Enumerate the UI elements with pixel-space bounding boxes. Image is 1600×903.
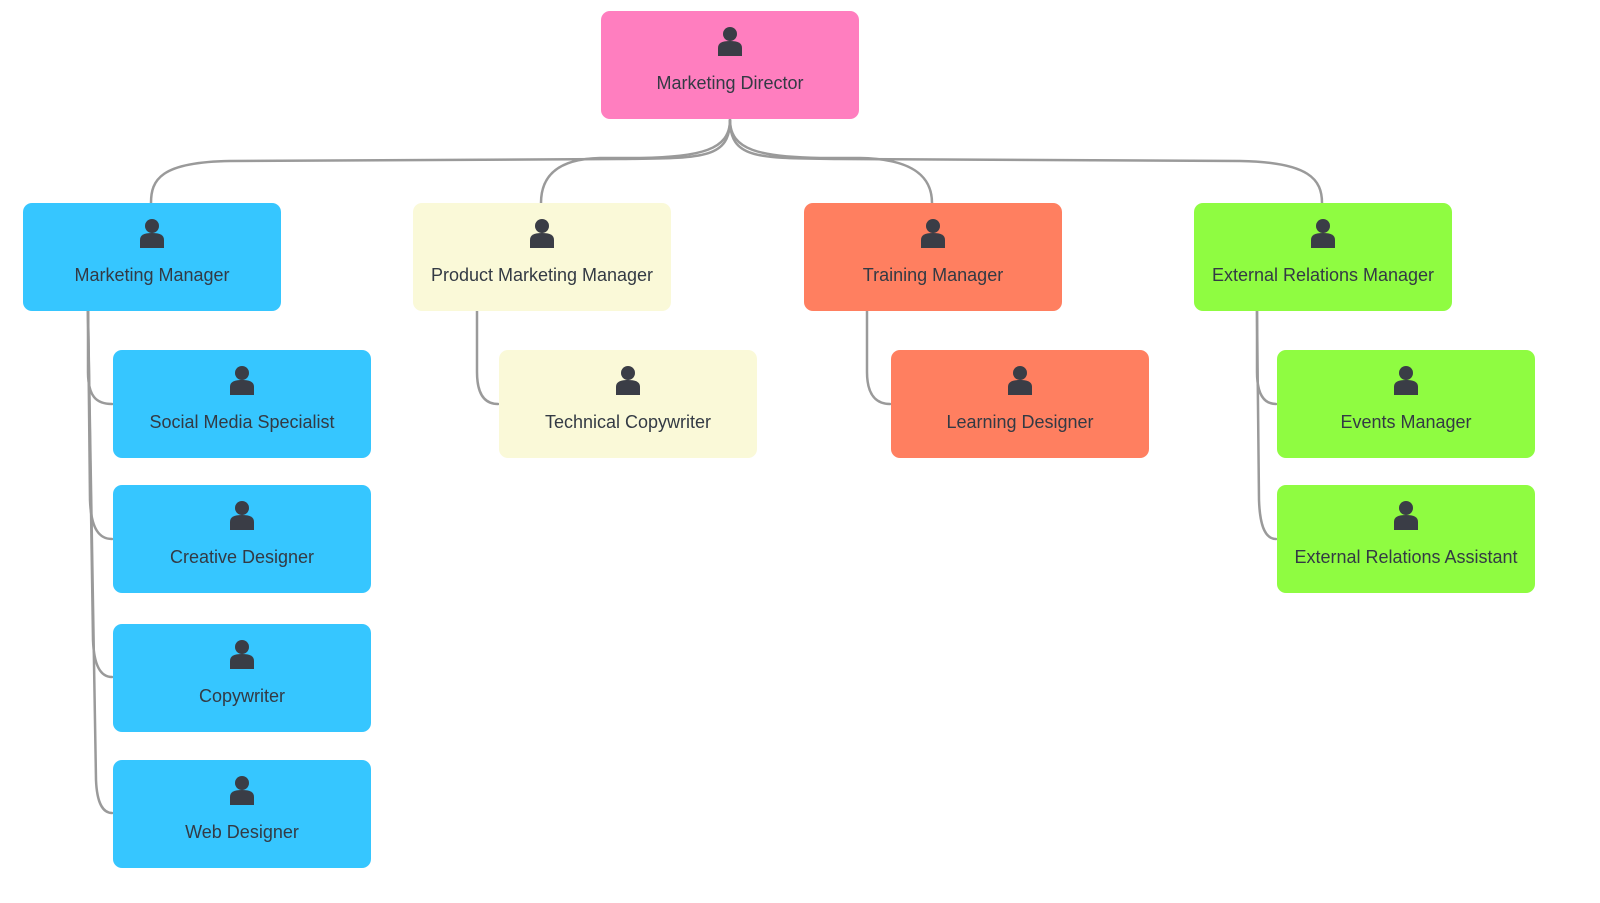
node-web-designer[interactable]: Web Designer	[113, 760, 371, 868]
node-label: Social Media Specialist	[149, 412, 335, 432]
person-icon	[230, 501, 254, 530]
person-icon	[530, 219, 554, 248]
node-copywriter[interactable]: Copywriter	[113, 624, 371, 732]
node-label: Training Manager	[862, 265, 1004, 285]
connector-mm-web-designer	[86, 309, 114, 815]
node-product-marketing-manager[interactable]: Product Marketing Manager	[413, 203, 671, 311]
node-external-relations-manager[interactable]: External Relations Manager	[1194, 203, 1452, 311]
node-label: Marketing Manager	[74, 265, 230, 285]
node-learning-designer[interactable]: Learning Designer	[891, 350, 1149, 458]
connector-director-external-relations-manager	[728, 118, 1324, 205]
node-label: External Relations Assistant	[1294, 547, 1518, 567]
node-creative-designer[interactable]: Creative Designer	[113, 485, 371, 593]
node-marketing-manager[interactable]: Marketing Manager	[23, 203, 281, 311]
node-technical-copywriter[interactable]: Technical Copywriter	[499, 350, 757, 458]
node-label: Technical Copywriter	[544, 412, 712, 432]
connector-director-product-marketing-manager	[539, 118, 732, 205]
node-label: Product Marketing Manager	[430, 265, 654, 285]
node-label: Learning Designer	[946, 412, 1094, 432]
node-marketing-director[interactable]: Marketing Director	[601, 11, 859, 119]
connector-director-training-manager	[728, 118, 934, 205]
connector-tm-learning-designer	[865, 309, 892, 406]
person-icon	[616, 366, 640, 395]
person-icon	[230, 366, 254, 395]
node-external-relations-assistant[interactable]: External Relations Assistant	[1277, 485, 1535, 593]
person-icon	[1008, 366, 1032, 395]
node-label: External Relations Manager	[1211, 265, 1435, 285]
person-icon	[1311, 219, 1335, 248]
connector-mm-social-media	[86, 309, 114, 406]
person-icon	[1394, 501, 1418, 530]
connector-erm-events-manager	[1255, 309, 1278, 406]
person-icon	[1394, 366, 1418, 395]
node-social-media-specialist[interactable]: Social Media Specialist	[113, 350, 371, 458]
connector-director-marketing-manager	[149, 118, 732, 205]
person-icon	[230, 640, 254, 669]
node-label: Web Designer	[185, 822, 299, 842]
node-label: Events Manager	[1340, 412, 1472, 432]
person-icon	[718, 27, 742, 56]
person-icon	[230, 776, 254, 805]
node-label: Creative Designer	[169, 547, 315, 567]
node-label: Marketing Director	[656, 73, 804, 93]
person-icon	[921, 219, 945, 248]
node-label: Copywriter	[198, 686, 286, 706]
connector-erm-external-relations-assistant	[1255, 309, 1278, 541]
node-training-manager[interactable]: Training Manager	[804, 203, 1062, 311]
connector-pmm-technical-copywriter	[475, 309, 500, 406]
person-icon	[140, 219, 164, 248]
node-events-manager[interactable]: Events Manager	[1277, 350, 1535, 458]
